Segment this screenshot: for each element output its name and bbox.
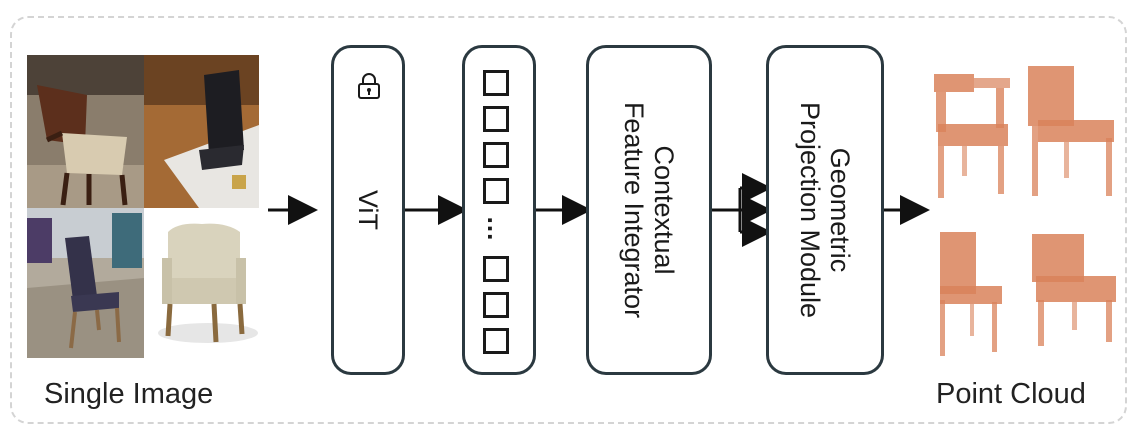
token-square-icon [483, 178, 509, 204]
gpm-label: Geometric Projection Module [795, 102, 855, 318]
token-square-icon [483, 142, 509, 168]
input-photo-chair-wooden [27, 55, 144, 208]
cfi-label: Contextual Feature Integrator [619, 102, 679, 318]
input-photo-chair-black [144, 55, 259, 208]
point-cloud-chair-side [940, 232, 1002, 356]
token-column: ... [479, 70, 517, 360]
geometric-projection-module: Geometric Projection Module [766, 45, 884, 375]
diagram-frame [10, 16, 1127, 424]
input-photo-chair-fabric [144, 208, 259, 358]
point-cloud-fabric-chair [1032, 234, 1116, 346]
input-caption: Single Image [44, 378, 214, 410]
token-sequence-module: ... [462, 45, 536, 375]
cfi-label-line1: Contextual [649, 145, 679, 275]
cfi-label-line2: Feature Integrator [619, 101, 649, 319]
arrow-cfi-to-gpm-split [712, 173, 772, 247]
token-square-icon [483, 70, 509, 96]
contextual-feature-integrator-module: Contextual Feature Integrator [586, 45, 712, 375]
token-ellipsis: ... [482, 216, 512, 242]
gpm-label-line1: Geometric [825, 147, 855, 273]
input-photo-chair-purple [27, 208, 144, 358]
token-square-icon [483, 106, 509, 132]
point-cloud-chair-back [1028, 66, 1114, 196]
token-square-icon [483, 292, 509, 318]
vit-label: ViT [353, 189, 383, 231]
output-caption: Point Cloud [936, 378, 1086, 410]
token-square-icon [483, 256, 509, 282]
point-cloud-armchair [934, 74, 1010, 198]
token-square-icon [483, 328, 509, 354]
vit-module: ViT [331, 45, 405, 375]
lock-icon [356, 72, 382, 105]
gpm-label-line2: Projection Module [795, 101, 825, 319]
